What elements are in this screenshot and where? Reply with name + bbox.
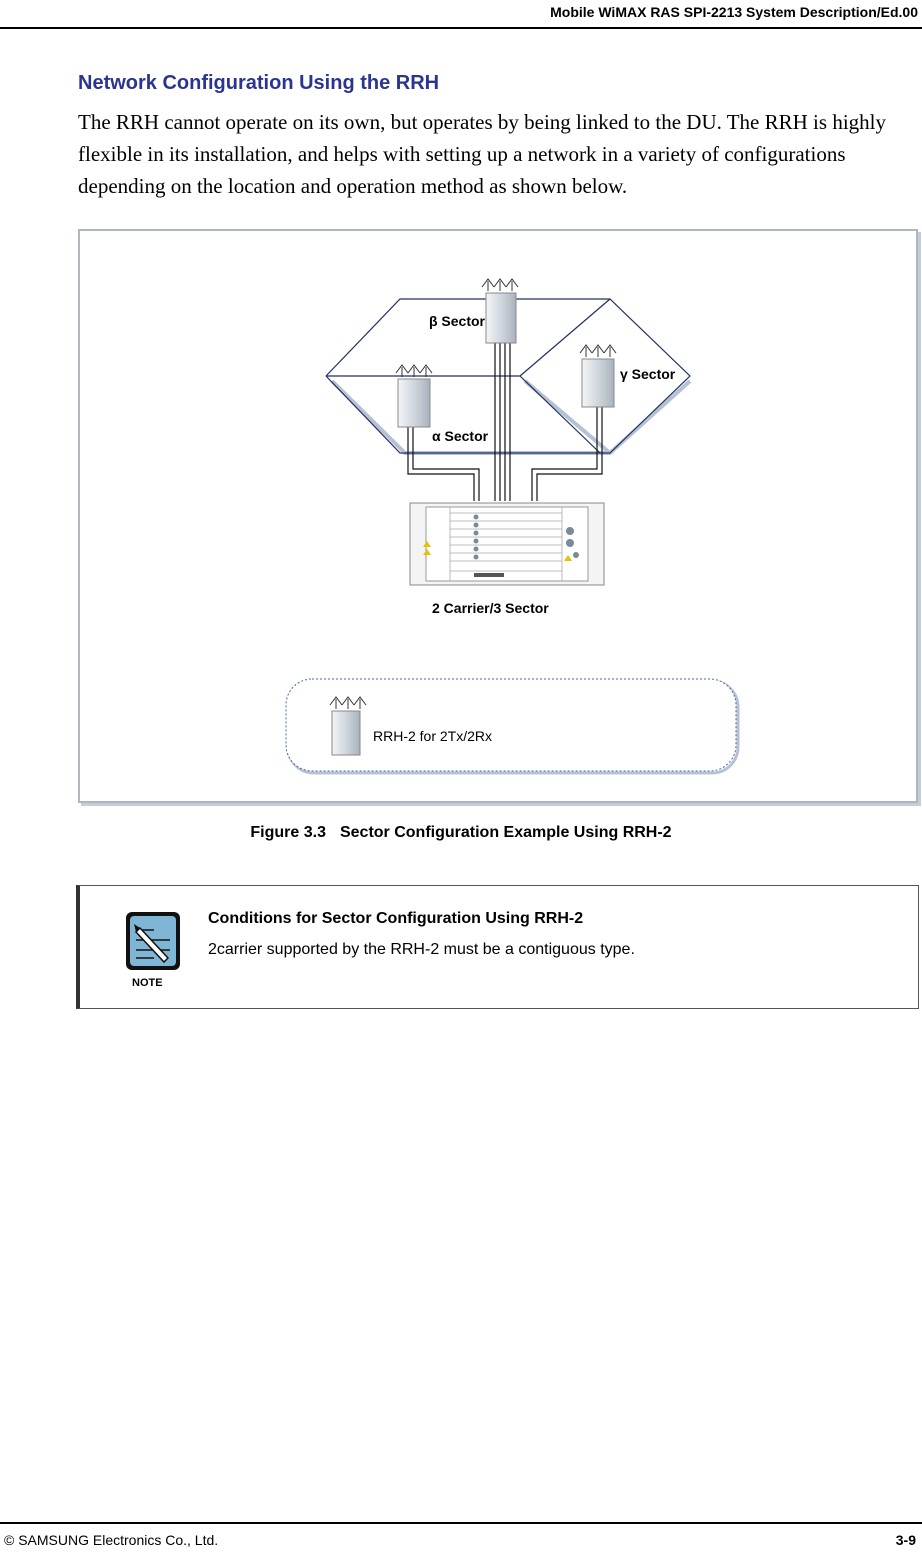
rrh-gamma-icon xyxy=(579,344,617,408)
du-label: 2 Carrier/3 Sector xyxy=(432,600,549,616)
page-header: Mobile WiMAX RAS SPI-2213 System Descrip… xyxy=(0,0,922,29)
footer-copyright: © SAMSUNG Electronics Co., Ltd. xyxy=(4,1532,219,1548)
legend-box xyxy=(285,678,737,772)
rrh-alpha-icon xyxy=(395,364,433,428)
section-title: Network Configuration Using the RRH xyxy=(78,72,440,94)
sector-diagram: β Sector γ Sector α Sector 2 Carrier/3 S… xyxy=(285,278,740,775)
note-text: 2carrier supported by the RRH-2 must be … xyxy=(208,941,635,958)
rrh-legend-icon xyxy=(329,696,367,756)
note-box: NOTE Conditions for Sector Configuration… xyxy=(76,885,919,1009)
header-title: Mobile WiMAX RAS SPI-2213 System Descrip… xyxy=(550,4,918,20)
note-title: Conditions for Sector Configuration Usin… xyxy=(208,910,584,927)
rrh-beta-icon xyxy=(481,278,519,344)
sector-outline xyxy=(325,298,691,454)
beta-sector-label: β Sector xyxy=(429,313,486,329)
caption-number: Figure 3.3 xyxy=(250,824,326,841)
section-paragraph: The RRH cannot operate on its own, but o… xyxy=(78,110,886,198)
note-pen-icon xyxy=(124,910,182,972)
caption-text: Sector Configuration Example Using RRH-2 xyxy=(339,824,672,841)
figure-diagram: β Sector γ Sector α Sector 2 Carrier/3 S… xyxy=(78,229,918,803)
gamma-sector-label: γ Sector xyxy=(620,366,676,382)
figure-caption: Figure 3.3 Sector Configuration Example U… xyxy=(0,824,922,842)
legend-label: RRH-2 for 2Tx/2Rx xyxy=(373,728,492,744)
page-number: 3-9 xyxy=(895,1532,916,1548)
sector-shadow xyxy=(330,379,692,455)
du-rack-icon xyxy=(409,502,605,586)
alpha-sector-label: α Sector xyxy=(432,428,489,444)
page-footer: © SAMSUNG Electronics Co., Ltd. 3-9 xyxy=(0,1522,922,1553)
note-label: NOTE xyxy=(132,977,163,989)
cables xyxy=(407,343,603,501)
